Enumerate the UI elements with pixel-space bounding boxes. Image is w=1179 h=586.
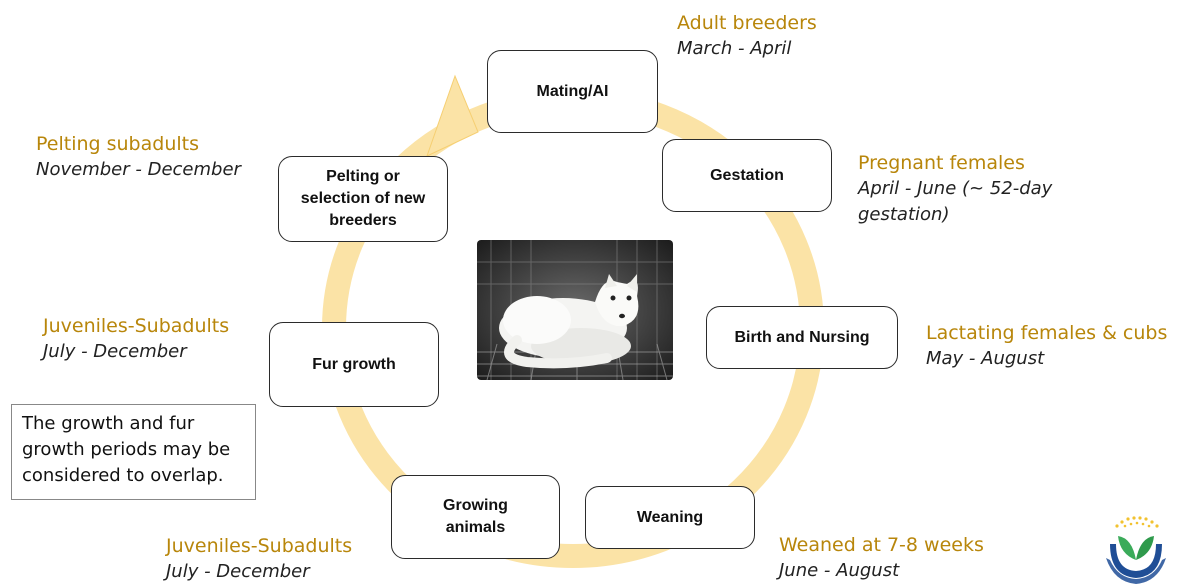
callout-heading: Lactating females & cubs (926, 320, 1167, 346)
callout-weaned: Weaned at 7-8 weeks June - August (779, 532, 984, 584)
callout-period: April - June (~ 52-day gestation) (858, 176, 1063, 228)
callout-period: March - April (677, 36, 817, 62)
stage-weaning: Weaning (585, 486, 755, 549)
cycle-arrowhead (427, 76, 478, 156)
callout-juveniles-bottom: Juveniles-Subadults July - December (166, 533, 352, 585)
stage-birth-and-nursing: Birth and Nursing (706, 306, 898, 369)
callout-heading: Pregnant females (858, 150, 1063, 176)
callout-period: July - December (43, 339, 229, 365)
callout-period: May - August (926, 346, 1167, 372)
callout-heading: Juveniles-Subadults (166, 533, 352, 559)
stage-growing-animals: Growing animals (391, 475, 560, 559)
callout-pregnant-females: Pregnant females April - June (~ 52-day … (858, 150, 1063, 228)
leaf-in-cup-logo (1102, 514, 1170, 584)
callout-heading: Pelting subadults (36, 131, 241, 157)
callout-adult-breeders: Adult breeders March - April (677, 10, 817, 62)
callout-period: November - December (36, 157, 241, 183)
callout-heading: Adult breeders (677, 10, 817, 36)
callout-juveniles-left: Juveniles-Subadults July - December (43, 313, 229, 365)
stage-pelting: Pelting or selection of new breeders (278, 156, 448, 242)
callout-heading: Weaned at 7-8 weeks (779, 532, 984, 558)
stage-mating: Mating/AI (487, 50, 658, 133)
stage-gestation: Gestation (662, 139, 832, 212)
callout-period: June - August (779, 558, 984, 584)
stage-fur-growth: Fur growth (269, 322, 439, 407)
callout-heading: Juveniles-Subadults (43, 313, 229, 339)
callout-period: July - December (166, 559, 352, 585)
overlap-note: The growth and fur growth periods may be… (11, 404, 256, 500)
fox-photo (477, 240, 673, 380)
callout-pelting-subadults: Pelting subadults November - December (36, 131, 241, 183)
callout-lactating: Lactating females & cubs May - August (926, 320, 1167, 372)
